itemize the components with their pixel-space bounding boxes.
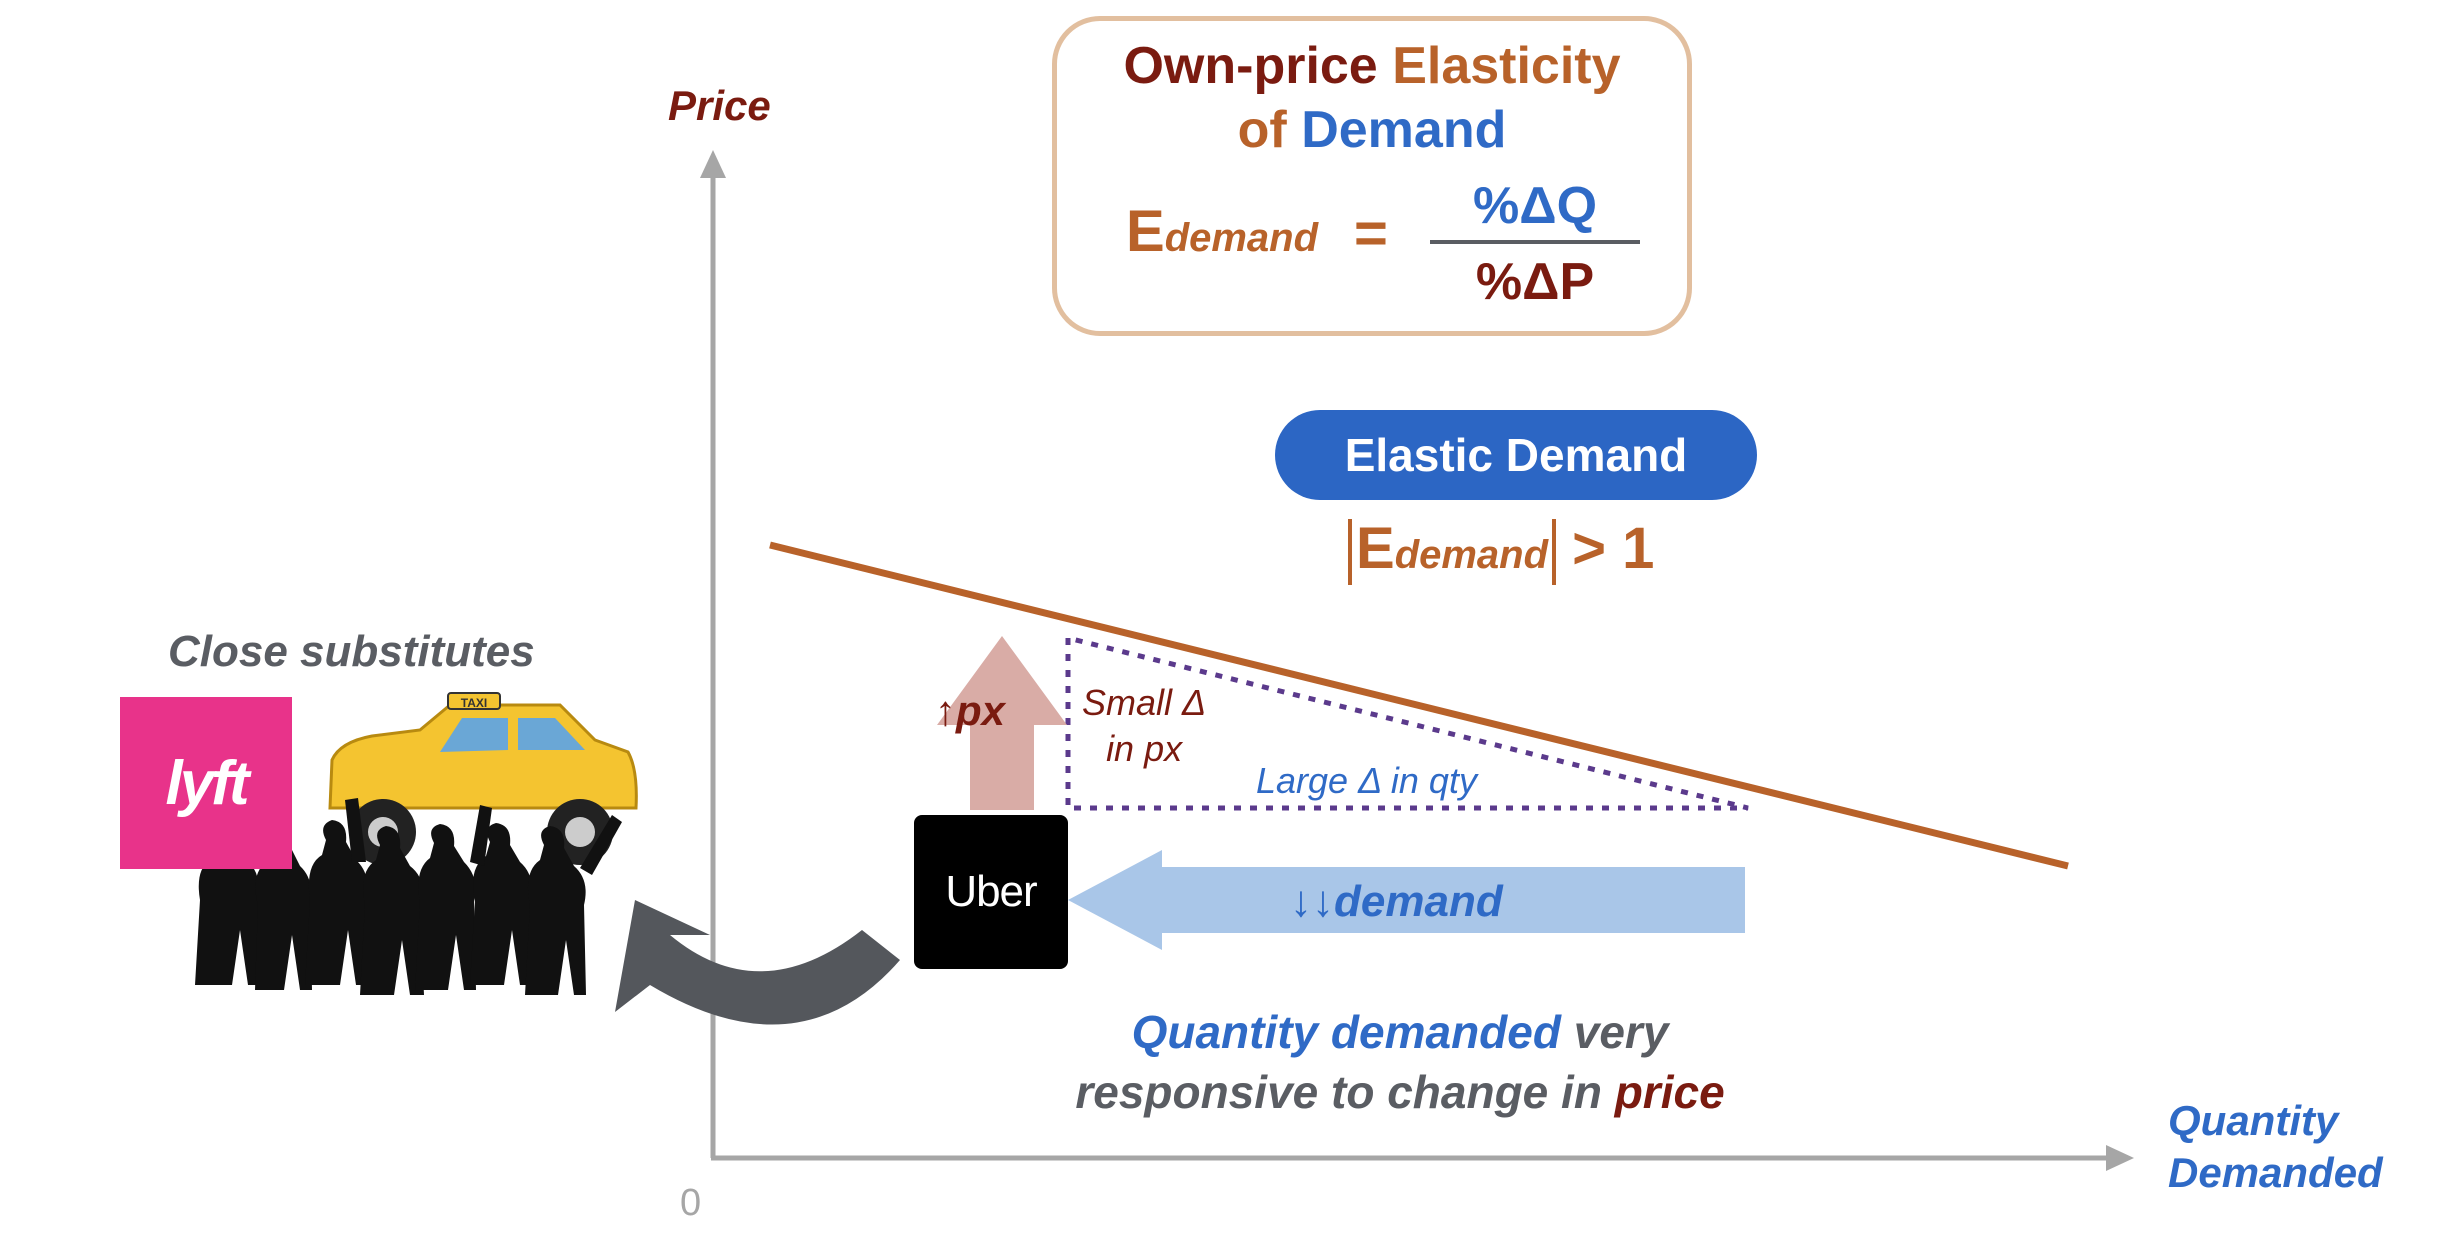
condition-rhs: > 1 (1572, 516, 1655, 581)
small-change-label: Small Δ in px (1082, 680, 1206, 772)
y-axis-arrowhead (700, 150, 726, 178)
formula-lhs-main: E (1126, 199, 1165, 264)
bottom-caption: Quantity demanded very responsive to cha… (960, 1002, 1840, 1122)
price-up-arrow (937, 636, 1067, 810)
formula-numerator: %ΔQ (1472, 177, 1598, 235)
title-elasticity: Elasticity (1392, 37, 1621, 95)
fraction-bar (1430, 240, 1640, 244)
title-own-price: Own-price (1123, 37, 1378, 95)
y-axis-label: Price (668, 82, 771, 129)
formula-box (1052, 16, 1692, 336)
substitute-curved-arrow (615, 900, 900, 1025)
x-axis-label-line1: Quantity (2168, 1097, 2339, 1144)
elasticity-condition: Edemand > 1 (1348, 515, 1654, 585)
formula-lhs-sub: demand (1164, 216, 1319, 260)
small-change-line2: in px (1106, 728, 1183, 769)
demand-curve (769, 541, 2069, 870)
demand-drop-label: ↓↓demand (1290, 877, 1503, 926)
price-up-label: ↑px (935, 687, 1006, 734)
demand-left-arrow (1068, 850, 1745, 950)
small-change-line1: Small Δ (1082, 682, 1207, 723)
condition-main: E (1356, 516, 1395, 581)
caption-part4: price (1614, 1066, 1725, 1118)
abs-value-bars: Edemand (1348, 516, 1557, 585)
title-demand: Demand (1301, 101, 1507, 159)
formula-title: Own-price Elasticity of Demand (1052, 34, 1692, 162)
uber-logo-icon: Uber (914, 815, 1068, 969)
origin-label: 0 (680, 1182, 702, 1224)
substitutes-label: Close substitutes (168, 627, 535, 676)
x-axis-arrowhead (2106, 1145, 2134, 1171)
title-of: of (1237, 101, 1287, 159)
x-axis-label-line2: Demanded (2168, 1149, 2383, 1196)
elastic-demand-badge: Elastic Demand (1275, 410, 1757, 500)
condition-sub: demand (1394, 533, 1549, 577)
caption-part2: very (1573, 1006, 1669, 1058)
x-axis-label: Quantity Demanded (2168, 1095, 2383, 1199)
dotted-change-triangle (1065, 635, 1749, 811)
taxi-sign-label: TAXI (460, 696, 488, 710)
formula-lhs: Edemand (1126, 198, 1318, 265)
caption-part3: responsive to change in (1075, 1066, 1602, 1118)
formula-equals: = (1354, 201, 1388, 266)
lyft-logo-icon: lyft (120, 697, 292, 869)
caption-part1: Quantity demanded (1131, 1006, 1561, 1058)
large-change-label: Large Δ in qty (1256, 760, 1477, 801)
formula-denominator: %ΔP (1475, 253, 1595, 311)
